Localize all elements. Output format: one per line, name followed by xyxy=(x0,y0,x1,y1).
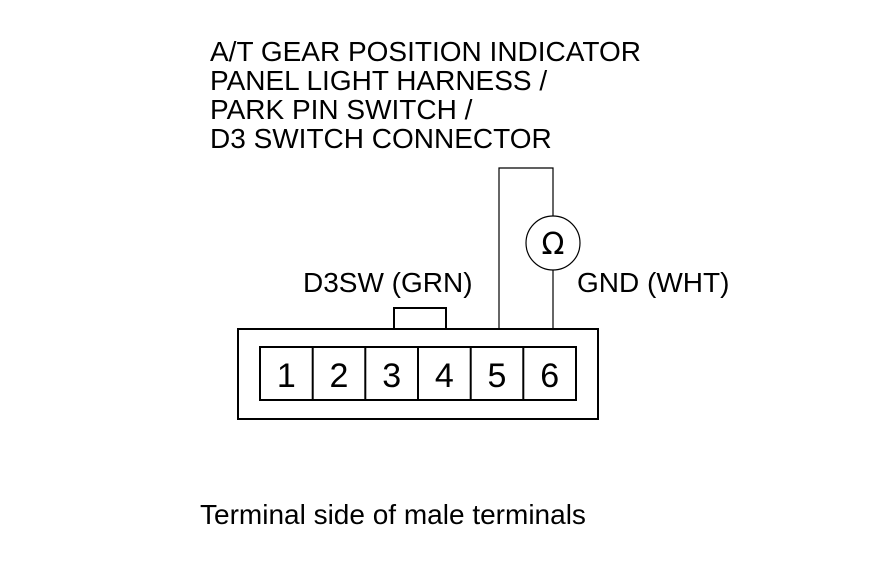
title-line-4: D3 SWITCH CONNECTOR xyxy=(210,123,552,154)
title-line-3: PARK PIN SWITCH / xyxy=(210,94,473,125)
pin-dividers xyxy=(311,347,525,400)
pin-1: 1 xyxy=(277,357,296,395)
connector-title: A/T GEAR POSITION INDICATOR PANEL LIGHT … xyxy=(210,36,641,154)
gnd-label: GND (WHT) xyxy=(577,267,729,298)
pin-4: 4 xyxy=(435,357,454,395)
connector-lock-tab xyxy=(393,307,447,331)
title-line-1: A/T GEAR POSITION INDICATOR xyxy=(210,36,641,67)
lead-to-pin-5 xyxy=(498,167,554,346)
pin-5: 5 xyxy=(488,357,507,395)
d3sw-label: D3SW (GRN) xyxy=(303,267,473,298)
ohmmeter-icon: Ω xyxy=(525,215,581,271)
pin-6: 6 xyxy=(540,357,559,395)
pin-2: 2 xyxy=(330,357,349,395)
pin-3: 3 xyxy=(382,357,401,395)
title-line-2: PANEL LIGHT HARNESS / xyxy=(210,65,547,96)
pin-numbers: 1 2 3 4 5 6 xyxy=(277,357,559,395)
view-caption: Terminal side of male terminals xyxy=(200,499,586,530)
ohm-symbol: Ω xyxy=(542,227,565,262)
